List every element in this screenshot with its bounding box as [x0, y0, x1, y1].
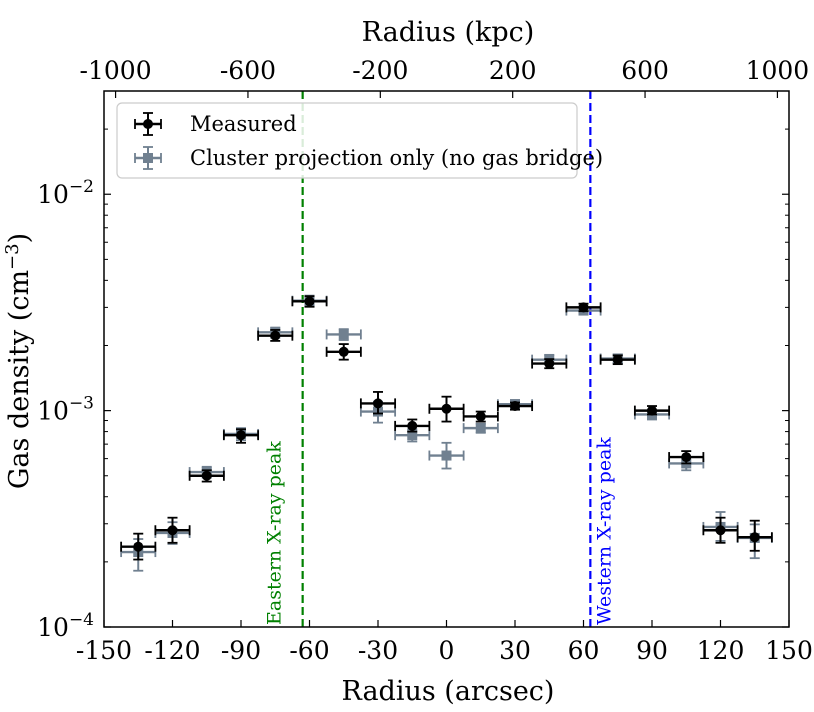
measured-point [702, 516, 739, 544]
y-tick-label: 10−3 [37, 394, 94, 426]
square-marker [475, 423, 486, 434]
x2-axis-label: Radius (kpc) [362, 17, 535, 48]
x2-tick-label: -600 [220, 56, 276, 85]
x-tick-label: -120 [144, 636, 200, 665]
legend-circle [143, 119, 153, 129]
x-tick-label: -30 [358, 636, 398, 665]
y-tick-label: 10−4 [37, 610, 94, 642]
circle-marker [167, 525, 178, 536]
measured-point [633, 405, 671, 416]
legend-label-projection: Cluster projection only (no gas bridge) [190, 146, 603, 170]
circle-marker [578, 302, 589, 313]
square-marker [441, 450, 452, 461]
circle-marker [475, 411, 486, 422]
measured-point [359, 391, 397, 415]
western-peak-label: Western X-ray peak [593, 437, 615, 625]
x-tick-label: -60 [289, 636, 329, 665]
circle-marker [647, 405, 657, 416]
circle-marker [304, 296, 315, 307]
x-tick-label: 0 [439, 636, 455, 665]
x-tick-label: 60 [568, 636, 600, 665]
circle-marker [715, 525, 726, 536]
x-tick-label: 90 [636, 636, 668, 665]
x-ray-peak-lines: Eastern X-ray peak Western X-ray peak [264, 91, 615, 627]
x2-tick-label: -200 [352, 56, 408, 85]
measured-point [120, 532, 157, 561]
legend-box [116, 102, 578, 179]
data-points [120, 294, 773, 572]
legend-square [143, 153, 153, 163]
circle-marker [338, 346, 349, 357]
projection-point [428, 441, 465, 470]
legend-marker-projection [134, 146, 162, 170]
measured-point [599, 354, 636, 366]
x-tick-label: 120 [697, 636, 745, 665]
measured-point [222, 428, 260, 444]
x-tick-label: -150 [76, 636, 132, 665]
measured-point [668, 450, 705, 465]
measured-point [325, 343, 362, 361]
circle-marker [407, 420, 418, 431]
square-marker [407, 430, 418, 441]
circle-marker [201, 470, 212, 481]
circle-marker [270, 330, 281, 341]
y-axis-label: Gas density (cm−3) [2, 233, 35, 489]
measured-point [188, 469, 225, 483]
x-tick-label: -90 [221, 636, 261, 665]
measured-point [291, 295, 328, 308]
projection-series [120, 294, 773, 572]
measured-point [531, 358, 568, 370]
legend-marker-measured [134, 112, 162, 136]
measured-point [736, 519, 773, 552]
circle-marker [612, 354, 623, 365]
y-tick-label: 10−2 [37, 177, 94, 209]
square-marker [338, 329, 349, 340]
eastern-peak-label: Eastern X-ray peak [264, 441, 286, 625]
circle-marker [681, 452, 692, 463]
x-tick-label: 30 [499, 636, 531, 665]
measured-point [257, 329, 294, 342]
projection-point [462, 422, 499, 434]
x2-tick-label: -1000 [80, 56, 152, 85]
measured-point [496, 401, 534, 412]
projection-point [325, 328, 362, 341]
measured-point [565, 302, 602, 313]
x-axis-label: Radius (arcsec) [342, 676, 555, 707]
measured-series [120, 295, 773, 561]
circle-marker [236, 430, 246, 441]
circle-marker [544, 358, 555, 369]
measured-point [154, 516, 191, 544]
circle-marker [373, 398, 383, 409]
measured-point [428, 395, 465, 423]
x-tick-label: 150 [765, 636, 813, 665]
circle-marker [749, 532, 760, 543]
axes: -150 -120 -90 -60 -30 0 30 60 90 120 150 -1000 -600 -… [37, 56, 813, 665]
circle-marker [133, 541, 144, 552]
circle-marker [510, 401, 520, 412]
x2-tick-label: 200 [489, 56, 537, 85]
measured-point [462, 410, 499, 423]
measured-point [394, 418, 431, 433]
legend-label-measured: Measured [190, 112, 297, 136]
circle-marker [441, 403, 452, 414]
x2-tick-label: 1000 [746, 56, 810, 85]
x2-tick-label: 600 [621, 56, 669, 85]
